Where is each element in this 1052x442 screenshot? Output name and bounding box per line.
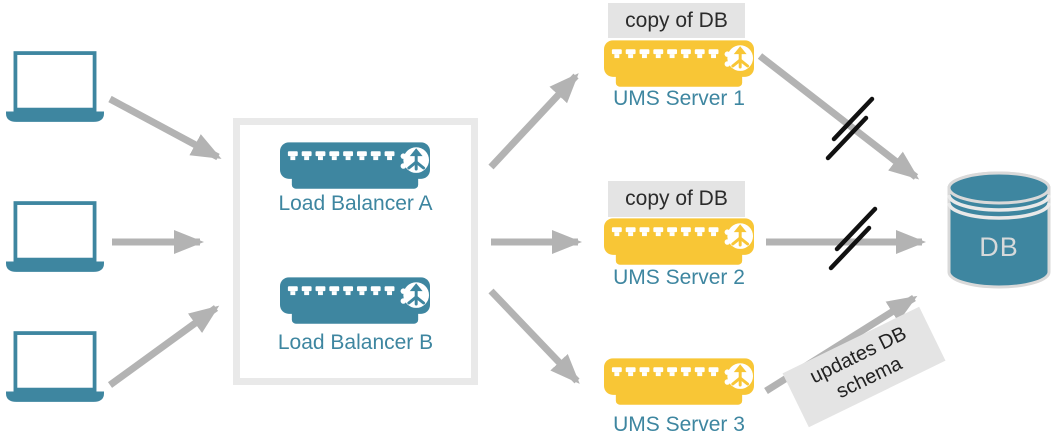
ums1-copy-of-db-badge: copy of DB: [608, 3, 745, 38]
load-balancer-b-label: Load Balancer B: [277, 331, 434, 354]
broken-mark-ums2-db: [834, 206, 878, 252]
switch-icon: [280, 142, 430, 192]
ums-server-1-label: UMS Server 1: [613, 87, 745, 110]
client-laptop-3: [6, 329, 104, 405]
laptop-icon: [6, 199, 104, 275]
ums2-copy-of-db-badge: copy of DB: [608, 181, 745, 217]
load-balancer-a-icon: [280, 142, 430, 192]
broken-mark-ums1-db: [831, 96, 875, 142]
broken-mark-ums1-db: [825, 115, 869, 161]
ums-server-2-icon: [604, 218, 754, 268]
ums-server-3-icon: [604, 358, 754, 408]
server-icon: [604, 40, 754, 90]
arrow-ums1-to-db: [757, 53, 920, 180]
ums-server-1-icon: [604, 40, 754, 90]
laptop-icon: [6, 49, 104, 125]
arrow-lb-to-ums1: [488, 73, 579, 170]
ums-server-3-label: UMS Server 3: [613, 413, 745, 436]
arrow-client1-to-lb: [108, 95, 222, 161]
broken-mark-ums2-db: [828, 225, 872, 271]
arrow-client3-to-lb: [107, 305, 220, 388]
client-laptop-2: [6, 199, 104, 275]
load-balancer-a-label: Load Balancer A: [278, 192, 433, 215]
database-node: [946, 170, 1052, 292]
server-icon: [604, 218, 754, 268]
load-balancer-group-box: [233, 118, 478, 385]
load-balancer-b-icon: [280, 277, 430, 327]
database-label: DB: [979, 232, 1019, 262]
server-icon: [604, 358, 754, 408]
ums-server-2-label: UMS Server 2: [613, 266, 745, 289]
laptop-icon: [6, 329, 104, 405]
client-laptop-1: [6, 49, 104, 125]
arrow-lb-to-ums3: [488, 288, 580, 384]
broken-link-marks: [825, 96, 878, 271]
database-cylinder-icon: [947, 171, 1051, 289]
switch-icon: [280, 277, 430, 327]
